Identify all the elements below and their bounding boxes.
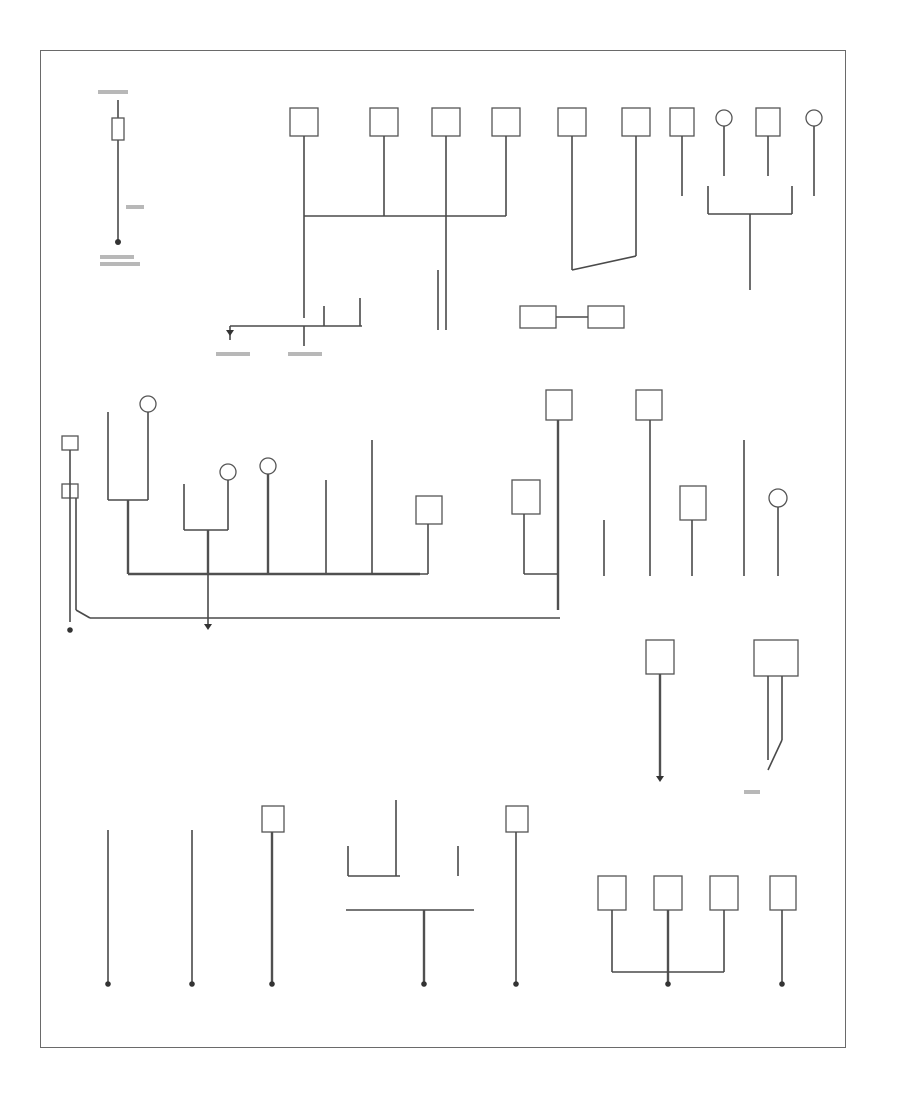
module-box xyxy=(597,875,627,911)
module-box xyxy=(653,875,683,911)
middle-right-section xyxy=(511,389,799,794)
ground-symbol xyxy=(189,981,195,987)
connector-box xyxy=(519,305,557,329)
module-box xyxy=(415,495,443,525)
ground-symbol xyxy=(115,239,121,245)
module-box xyxy=(635,389,663,421)
module-box xyxy=(557,107,587,137)
module-box xyxy=(511,479,541,515)
lamp-bulb xyxy=(715,109,733,127)
label-block xyxy=(744,790,760,794)
battery-terminal xyxy=(111,117,125,141)
module-box xyxy=(431,107,461,137)
ground-symbol xyxy=(67,627,73,633)
ground-arrow xyxy=(204,624,212,630)
connector-box xyxy=(587,305,625,329)
module-box xyxy=(669,107,695,137)
label-block xyxy=(100,255,134,259)
module-box xyxy=(621,107,651,137)
wire xyxy=(767,739,783,771)
battery-ground-group xyxy=(98,90,144,266)
lamp-bulb xyxy=(259,457,277,475)
label-block xyxy=(288,352,322,356)
module-box xyxy=(645,639,675,675)
lamp-bulb xyxy=(805,109,823,127)
ground-symbol xyxy=(779,981,785,987)
ground-symbol xyxy=(421,981,427,987)
module-box xyxy=(491,107,521,137)
left-ground-splice xyxy=(216,298,362,356)
module-box xyxy=(289,107,319,137)
middle-left-section xyxy=(61,395,560,633)
label-block xyxy=(98,90,128,94)
module-box xyxy=(753,639,799,677)
label-block xyxy=(216,352,250,356)
module-box xyxy=(709,875,739,911)
module-box xyxy=(545,389,573,421)
module-box xyxy=(369,107,399,137)
module-box xyxy=(769,875,797,911)
module-box xyxy=(755,107,781,137)
bottom-row-section xyxy=(105,800,797,987)
ground-arrow xyxy=(656,776,664,782)
ground-symbol xyxy=(269,981,275,987)
wire xyxy=(75,609,91,619)
module-box xyxy=(679,485,707,521)
module-box xyxy=(505,805,529,833)
lamp-bulb xyxy=(768,488,788,508)
ground-arrow xyxy=(226,330,234,336)
label-block xyxy=(126,205,144,209)
diagram-frame xyxy=(40,50,846,1048)
wire xyxy=(571,255,637,271)
module-box xyxy=(261,805,285,833)
top-module-row xyxy=(289,107,823,330)
ground-symbol xyxy=(665,981,671,987)
lamp-bulb xyxy=(219,463,237,481)
ground-symbol xyxy=(105,981,111,987)
switch-box xyxy=(61,435,79,451)
lamp-bulb xyxy=(139,395,157,413)
label-block xyxy=(100,262,140,266)
ground-symbol xyxy=(513,981,519,987)
